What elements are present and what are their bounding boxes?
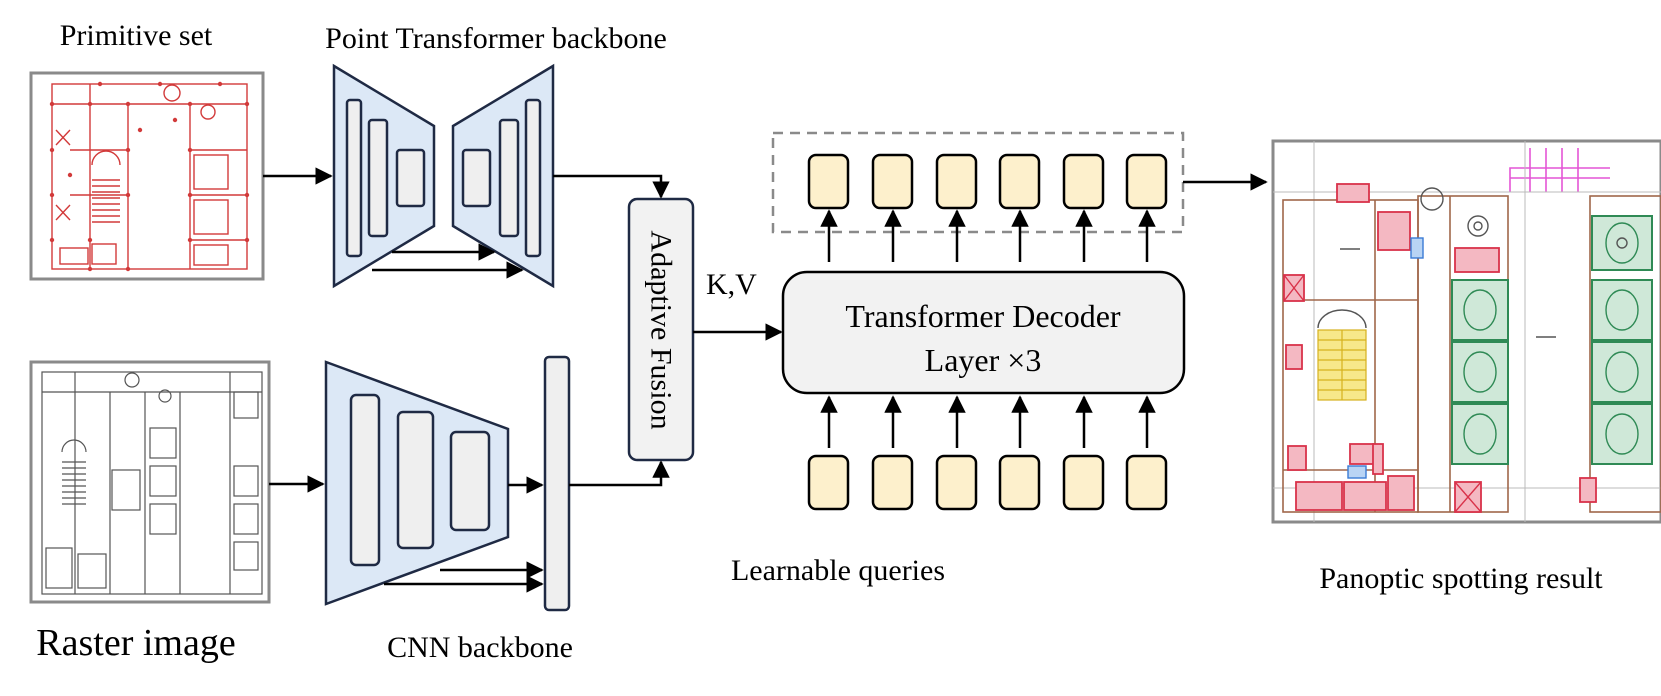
learnable-query — [807, 454, 850, 511]
learnable-query — [1125, 454, 1168, 511]
kv-label: K,V — [706, 268, 757, 301]
adaptive-fusion-label: Adaptive Fusion — [645, 230, 678, 429]
decoder-to-output-arrows — [820, 209, 1156, 262]
adaptive-fusion-block: Adaptive Fusion — [627, 197, 695, 462]
learnable-query — [1062, 454, 1105, 511]
cnn-to-fusion-arrow — [569, 460, 670, 487]
raster-image-label: Raster image — [36, 622, 235, 664]
learnable-query — [998, 454, 1041, 511]
transformer-decoder-block: Transformer Decoder Layer ×3 — [781, 270, 1186, 395]
query-to-decoder-arrows — [820, 395, 1156, 448]
cnn-backbone — [324, 355, 571, 612]
decoder-title-line2: Layer ×3 — [925, 342, 1042, 378]
output-query — [807, 153, 850, 210]
output-query — [935, 153, 978, 210]
point-to-fusion-arrow — [553, 174, 670, 199]
output-query — [1062, 153, 1105, 210]
learnable-query — [935, 454, 978, 511]
output-query — [998, 153, 1041, 210]
primitive-set-label: Primitive set — [60, 19, 213, 52]
primitive-set-image — [29, 71, 265, 281]
panoptic-result-image — [1271, 139, 1661, 524]
learnable-query — [871, 454, 914, 511]
output-query — [871, 153, 914, 210]
cnn-feature-pyramid — [543, 355, 571, 612]
cnn-backbone-label: CNN backbone — [387, 631, 573, 664]
point-backbone-label: Point Transformer backbone — [325, 22, 667, 55]
raster-image — [29, 360, 271, 604]
result-label: Panoptic spotting result — [1319, 562, 1603, 595]
decoder-title-line1: Transformer Decoder — [845, 298, 1121, 334]
learnable-queries-label: Learnable queries — [731, 554, 945, 587]
point-transformer-backbone — [332, 63, 555, 289]
output-query — [1125, 153, 1168, 210]
